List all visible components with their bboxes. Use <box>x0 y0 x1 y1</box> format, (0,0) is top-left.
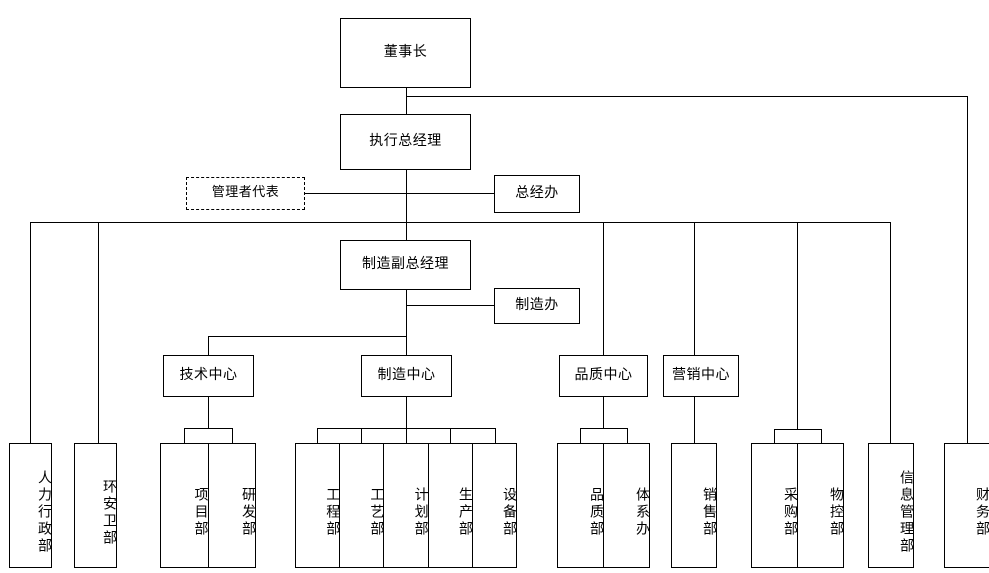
connector-marketing-center-stem <box>694 396 695 443</box>
node-manufacturing-vp-label: 制造副总经理 <box>362 256 449 273</box>
connector-bus-drop-marketing-center <box>694 222 695 357</box>
connector-purchasing-bar <box>774 429 821 430</box>
node-quality-center[interactable]: 品质中心 <box>559 355 648 397</box>
dept-rnd-label: 研发部 <box>240 487 256 538</box>
connector-exec-gm-stem <box>406 170 407 240</box>
dept-planning-label: 计划部 <box>412 487 429 538</box>
node-manufacturing-center[interactable]: 制造中心 <box>361 355 452 397</box>
dept-quality-label: 品质部 <box>588 487 604 538</box>
connector-bus-drop-purchasing <box>797 222 798 429</box>
node-management-representative-label: 管理者代表 <box>211 185 280 201</box>
node-technology-center-label: 技术中心 <box>179 367 238 384</box>
dept-rnd[interactable]: 研发部 <box>207 444 256 567</box>
connector-bus-drop-ehs <box>98 222 99 443</box>
dept-process-label: 工艺部 <box>368 487 385 538</box>
dept-hr-admin[interactable]: 人力行政部 <box>9 443 52 568</box>
connector-production-drop <box>450 428 451 443</box>
dept-engineering-label: 工程部 <box>324 487 341 538</box>
dept-purchasing-label: 采购部 <box>782 487 798 538</box>
node-executive-gm[interactable]: 执行总经理 <box>340 114 471 170</box>
connector-engineering-drop <box>317 428 318 443</box>
dept-quality[interactable]: 品质部 <box>558 444 604 567</box>
connector-bus-drop-hr <box>30 222 31 443</box>
connector-bus-drop-information <box>890 222 891 443</box>
dept-project[interactable]: 项目部 <box>161 444 209 567</box>
connector-planning-drop <box>406 428 407 443</box>
dept-engineering[interactable]: 工程部 <box>296 444 341 567</box>
connector-staff-line-level1 <box>305 193 494 194</box>
connector-purchasing-drop <box>774 429 775 443</box>
dept-production-label: 生产部 <box>456 487 473 538</box>
node-gm-office[interactable]: 总经办 <box>494 175 580 213</box>
node-manufacturing-office-label: 制造办 <box>515 297 559 314</box>
connector-tech-center-stem <box>208 396 209 428</box>
dept-system-office[interactable]: 体系办 <box>603 444 650 567</box>
dept-project-label: 项目部 <box>192 487 209 538</box>
connector-tech-center-drop <box>208 336 209 357</box>
node-chairman-label: 董事长 <box>383 44 428 61</box>
node-manufacturing-office[interactable]: 制造办 <box>494 288 580 324</box>
connector-finance-drop <box>967 96 968 443</box>
connector-chairman-to-finance-h <box>406 96 967 97</box>
dept-sales[interactable]: 销售部 <box>671 443 717 568</box>
node-marketing-center-label: 营销中心 <box>672 367 730 384</box>
dept-ehs-label: 环安卫部 <box>101 478 117 547</box>
connector-mfg-vp-to-tech-h <box>208 336 406 337</box>
dept-hr-admin-label: 人力行政部 <box>36 470 52 555</box>
connector-quality-center-stem <box>603 396 604 428</box>
connector-quality-dept-drop <box>580 428 581 443</box>
connector-tech-center-bar <box>184 428 232 429</box>
dept-purchasing[interactable]: 采购部 <box>752 444 798 567</box>
dept-material-control-label: 物控部 <box>828 487 844 538</box>
connector-system-office-drop <box>627 428 628 443</box>
dept-information-management-label: 信息管理部 <box>898 470 914 555</box>
node-technology-center[interactable]: 技术中心 <box>163 355 254 397</box>
connector-material-control-drop <box>821 429 822 443</box>
dept-process[interactable]: 工艺部 <box>339 444 385 567</box>
node-manufacturing-center-label: 制造中心 <box>377 367 436 384</box>
dept-finance[interactable]: 财务部 <box>944 443 989 568</box>
dept-production[interactable]: 生产部 <box>427 444 473 567</box>
node-executive-gm-label: 执行总经理 <box>369 133 442 150</box>
dept-pair-purchasing: 采购部 物控部 <box>751 443 844 568</box>
connector-mfg-center-stem <box>406 396 407 428</box>
dept-equipment[interactable]: 设备部 <box>471 444 518 567</box>
dept-ehs[interactable]: 环安卫部 <box>74 443 117 568</box>
dept-sales-label: 销售部 <box>701 487 717 538</box>
dept-planning[interactable]: 计划部 <box>383 444 429 567</box>
node-quality-center-label: 品质中心 <box>574 367 633 384</box>
dept-pair-tech: 项目部 研发部 <box>160 443 256 568</box>
node-management-representative[interactable]: 管理者代表 <box>186 177 305 210</box>
dept-equipment-label: 设备部 <box>501 487 518 538</box>
connector-mfg-vp-stem <box>406 290 407 357</box>
connector-bus-drop-quality-center <box>603 222 604 357</box>
connector-main-bus <box>30 222 890 223</box>
dept-finance-label: 财务部 <box>974 487 989 538</box>
node-manufacturing-vp[interactable]: 制造副总经理 <box>340 240 471 290</box>
node-marketing-center[interactable]: 营销中心 <box>663 355 739 397</box>
dept-information-management[interactable]: 信息管理部 <box>868 443 914 568</box>
dept-pair-quality: 品质部 体系办 <box>557 443 650 568</box>
connector-chairman-stem <box>406 88 407 122</box>
connector-rnd-drop <box>232 428 233 443</box>
connector-process-drop <box>361 428 362 443</box>
dept-group-manufacturing: 工程部 工艺部 计划部 生产部 设备部 <box>295 443 517 568</box>
node-gm-office-label: 总经办 <box>515 185 559 202</box>
dept-system-office-label: 体系办 <box>634 487 650 538</box>
connector-project-drop <box>184 428 185 443</box>
node-chairman[interactable]: 董事长 <box>340 18 471 88</box>
dept-material-control[interactable]: 物控部 <box>797 444 844 567</box>
connector-staff-line-mfg-office <box>406 305 494 306</box>
connector-equipment-drop <box>495 428 496 443</box>
connector-quality-center-bar <box>580 428 627 429</box>
